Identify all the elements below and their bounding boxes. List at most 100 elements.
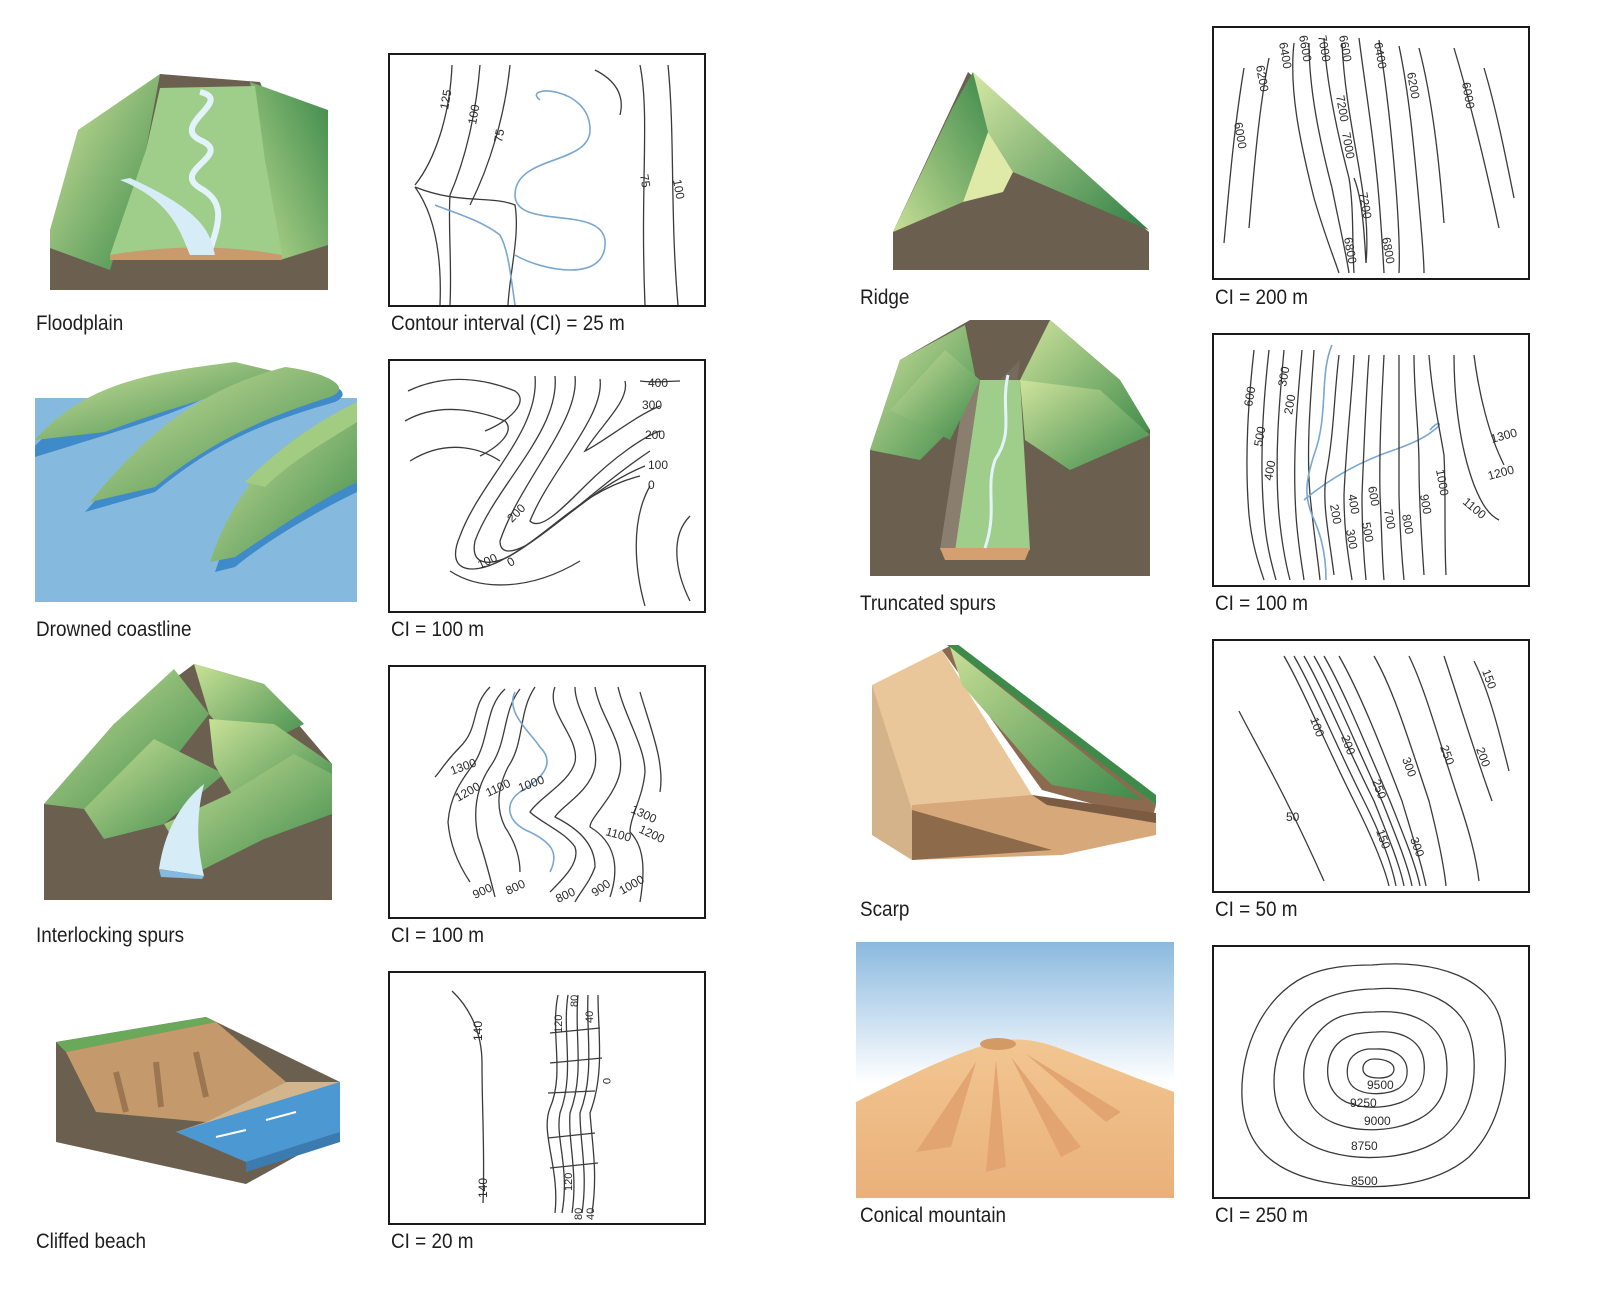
contour-label: 120 bbox=[563, 1173, 575, 1191]
contour-label: 50 bbox=[1286, 810, 1300, 824]
contour-label: 7200 bbox=[1333, 94, 1351, 123]
contour-label: 600 bbox=[1241, 385, 1258, 407]
contour-label: 6200 bbox=[1404, 71, 1422, 100]
contour-label: 6600 bbox=[1296, 34, 1314, 63]
contour-label: 200 bbox=[645, 428, 665, 442]
contour-label: 6400 bbox=[1371, 41, 1389, 70]
contour-label: 80 bbox=[573, 1208, 585, 1220]
contour-label: 40 bbox=[585, 1208, 597, 1220]
contour-label: 1200 bbox=[453, 779, 483, 805]
contour-label: 300 bbox=[1407, 835, 1427, 859]
contour-label: 40 bbox=[584, 1011, 596, 1023]
landform-label-ridge: Ridge bbox=[860, 286, 910, 309]
cliffed-beach-illustration bbox=[56, 1012, 340, 1187]
contour-label: 100 bbox=[475, 550, 499, 571]
contour-map-scarp: 100 200 250 300 250 200 150 50 150 300 bbox=[1212, 639, 1530, 893]
contour-label: 7200 bbox=[1356, 191, 1374, 220]
conical-mountain-illustration bbox=[856, 942, 1174, 1198]
contour-label: 100 bbox=[1307, 715, 1327, 739]
contour-label: 140 bbox=[471, 1021, 485, 1041]
contour-label: 75 bbox=[637, 173, 653, 189]
landform-label-cliffed-beach: Cliffed beach bbox=[36, 1230, 146, 1253]
contour-label: 1200 bbox=[637, 822, 667, 846]
contour-label: 400 bbox=[1345, 493, 1362, 515]
contour-label: 1100 bbox=[604, 824, 633, 844]
contour-label: 300 bbox=[1275, 365, 1292, 387]
contour-label: 300 bbox=[1399, 755, 1419, 779]
contour-map-floodplain: 125 100 75 75 100 bbox=[388, 53, 706, 307]
contour-label: 6800 bbox=[1341, 236, 1359, 265]
contour-label: 500 bbox=[1251, 425, 1268, 447]
ci-label-interlocking-spurs: CI = 100 m bbox=[391, 924, 484, 947]
contour-label: 800 bbox=[503, 876, 527, 897]
contour-label: 400 bbox=[648, 376, 668, 390]
contour-label: 6000 bbox=[1231, 121, 1249, 150]
contour-label: 400 bbox=[1261, 459, 1278, 481]
landform-label-drowned-coastline: Drowned coastline bbox=[36, 618, 192, 641]
landform-label-interlocking-spurs: Interlocking spurs bbox=[36, 924, 185, 947]
landform-label-scarp: Scarp bbox=[860, 898, 910, 921]
contour-label: 8750 bbox=[1351, 1139, 1378, 1153]
contour-map-ridge: 6000 6200 6400 6600 7000 6600 6400 6200 … bbox=[1212, 26, 1530, 280]
contour-label: 6000 bbox=[1459, 81, 1477, 110]
contour-label: 1300 bbox=[1489, 425, 1519, 446]
contour-map-truncated-spurs: 600 500 400 300 200 1300 1200 1100 1000 … bbox=[1212, 333, 1530, 587]
contour-label: 900 bbox=[1417, 493, 1434, 515]
contour-label: 1000 bbox=[516, 772, 546, 794]
contour-map-interlocking-spurs: 1300 1200 1100 1000 1300 1200 1100 900 8… bbox=[388, 665, 706, 919]
contour-label: 9250 bbox=[1350, 1096, 1377, 1110]
contour-label: 700 bbox=[1381, 508, 1398, 530]
contour-label: 600 bbox=[1365, 485, 1382, 507]
ci-label-floodplain: Contour interval (CI) = 25 m bbox=[391, 312, 625, 335]
contour-map-conical-mountain: 9500 9250 9000 8750 8500 bbox=[1212, 945, 1530, 1199]
contour-label: 1100 bbox=[483, 776, 513, 800]
ci-label-drowned-coastline: CI = 100 m bbox=[391, 618, 484, 641]
contour-label: 100 bbox=[670, 178, 687, 200]
contour-label: 1000 bbox=[1433, 468, 1451, 497]
ci-label-conical-mountain: CI = 250 m bbox=[1215, 1204, 1308, 1227]
contour-label: 800 bbox=[553, 884, 577, 905]
contour-map-drowned-coastline: 400 300 200 100 0 200 100 0 bbox=[388, 359, 706, 613]
contour-label: 100 bbox=[648, 458, 668, 472]
contour-label: 150 bbox=[1373, 827, 1393, 851]
contour-label: 200 bbox=[1327, 503, 1344, 525]
drowned-coastline-illustration bbox=[35, 362, 357, 602]
landform-label-truncated-spurs: Truncated spurs bbox=[860, 592, 996, 615]
contour-label: 500 bbox=[1359, 521, 1376, 543]
contour-label: 150 bbox=[1479, 667, 1499, 691]
contour-label: 120 bbox=[553, 1015, 565, 1033]
contour-label: 140 bbox=[476, 1178, 490, 1198]
contour-label: 800 bbox=[1399, 513, 1416, 535]
contour-label: 300 bbox=[642, 398, 662, 412]
contour-label: 0 bbox=[648, 478, 655, 492]
contour-label: 200 bbox=[1281, 393, 1298, 415]
contour-label: 250 bbox=[1369, 777, 1389, 801]
contour-label: 100 bbox=[465, 103, 482, 125]
contour-label: 7000 bbox=[1315, 34, 1333, 63]
contour-label: 9500 bbox=[1367, 1078, 1394, 1092]
contour-label: 300 bbox=[1343, 528, 1360, 550]
floodplain-illustration bbox=[50, 70, 330, 292]
ridge-illustration bbox=[893, 72, 1149, 272]
contour-label: 8500 bbox=[1351, 1174, 1378, 1188]
contour-label: 0 bbox=[505, 554, 518, 570]
contour-label: 1200 bbox=[1486, 462, 1516, 483]
contour-label: 250 bbox=[1437, 743, 1457, 767]
landform-label-conical-mountain: Conical mountain bbox=[860, 1204, 1007, 1227]
contour-label: 6600 bbox=[1336, 34, 1354, 63]
contour-label: 6200 bbox=[1253, 64, 1271, 93]
ci-label-cliffed-beach: CI = 20 m bbox=[391, 1230, 474, 1253]
contour-label: 75 bbox=[491, 128, 507, 144]
contour-label: 80 bbox=[569, 995, 581, 1007]
contour-label: 1300 bbox=[448, 755, 478, 777]
contour-label: 6400 bbox=[1276, 41, 1294, 70]
contour-label: 9000 bbox=[1364, 1114, 1391, 1128]
ci-label-scarp: CI = 50 m bbox=[1215, 898, 1298, 921]
ci-label-truncated-spurs: CI = 100 m bbox=[1215, 592, 1308, 615]
ci-label-ridge: CI = 200 m bbox=[1215, 286, 1308, 309]
contour-label: 0 bbox=[600, 1078, 612, 1084]
contour-label: 7000 bbox=[1339, 131, 1357, 160]
contour-label: 200 bbox=[1473, 745, 1493, 769]
interlocking-spurs-illustration bbox=[44, 664, 334, 902]
contour-label: 1100 bbox=[1460, 495, 1489, 523]
